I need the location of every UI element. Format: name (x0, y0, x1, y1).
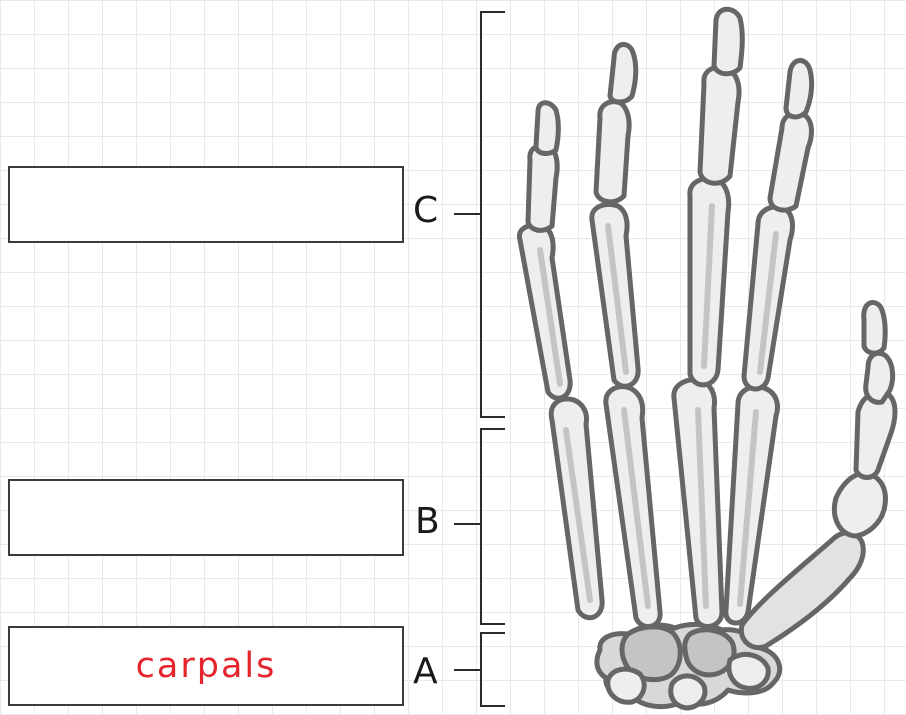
pointer-line-b (454, 523, 481, 525)
label-box-c[interactable] (8, 166, 404, 243)
little-finger-bones (519, 103, 602, 618)
ring-finger-bones (592, 44, 660, 626)
label-box-a-answer: carpals (136, 646, 277, 686)
label-box-b[interactable] (8, 479, 404, 556)
label-box-a[interactable]: carpals (8, 626, 404, 706)
pointer-line-a (454, 669, 481, 671)
letter-c: C (413, 193, 438, 229)
index-finger-bones (726, 60, 812, 623)
hand-skeleton-illustration (500, 0, 906, 715)
letter-a: A (413, 654, 438, 690)
letter-b: B (415, 504, 440, 540)
pointer-line-c (454, 213, 481, 215)
